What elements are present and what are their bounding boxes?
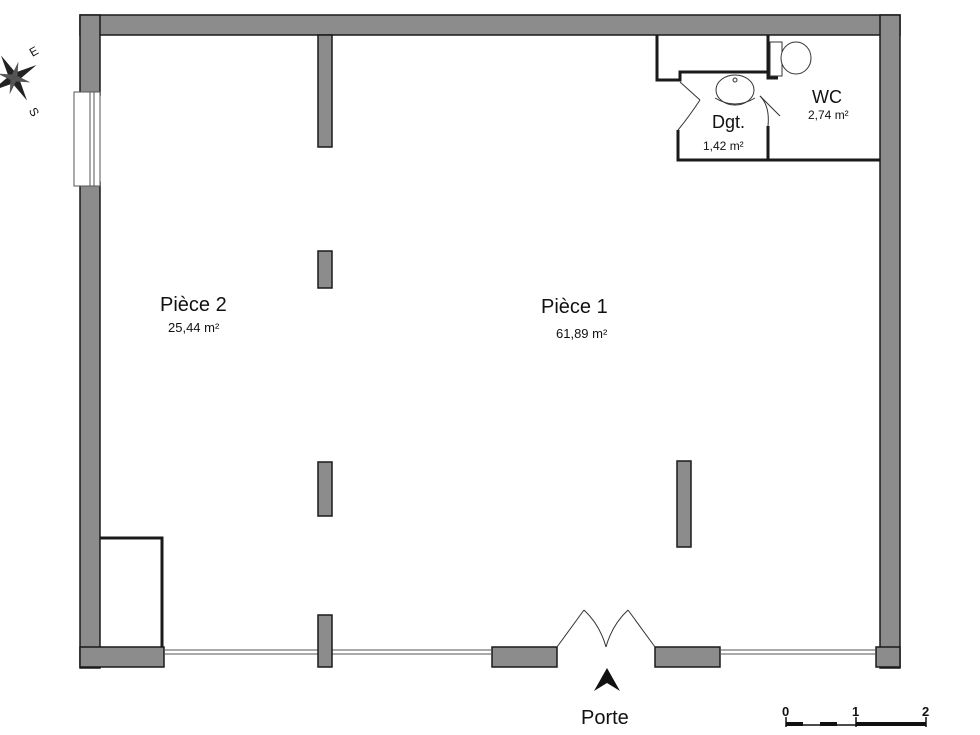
compass-rose-icon xyxy=(0,55,37,101)
scale-tick-0: 0 xyxy=(782,704,789,719)
entrance-label: Porte xyxy=(581,707,629,729)
scale-bar xyxy=(785,717,927,727)
entrance-door xyxy=(556,609,656,648)
top-wall xyxy=(79,14,901,36)
room-area-piece2: 25,44 m² xyxy=(168,320,220,335)
sink-icon xyxy=(714,74,756,106)
pillar-upper-mid xyxy=(317,250,333,289)
left-wall-upper xyxy=(79,14,101,96)
bottom-wall-right xyxy=(654,646,721,668)
pillar-bottom xyxy=(317,614,333,668)
bottom-wall-left xyxy=(79,646,165,668)
entrance-arrow-icon xyxy=(594,668,620,691)
pillar-lower-mid xyxy=(317,461,333,517)
scale-tick-2: 2 xyxy=(922,704,929,719)
room-name-wc: WC xyxy=(812,87,842,107)
left-wall-lower xyxy=(79,181,101,669)
pillar-right xyxy=(676,460,692,548)
bottom-wall-mid xyxy=(491,646,558,668)
room-name-piece1: Pièce 1 xyxy=(541,296,608,318)
sanitary-partitions xyxy=(655,35,880,162)
bottom-wall-corner xyxy=(875,646,901,668)
outer-walls xyxy=(79,14,901,669)
closet-outline xyxy=(100,536,164,647)
toilet-icon xyxy=(769,41,812,77)
room-area-piece1: 61,89 m² xyxy=(556,326,608,341)
dgt-doors xyxy=(677,81,781,131)
left-window xyxy=(73,91,101,187)
compass-east-label: E xyxy=(27,43,41,59)
scale-tick-1: 1 xyxy=(852,704,859,719)
right-wall xyxy=(879,14,901,669)
pillars xyxy=(317,34,692,668)
compass-south-label: S xyxy=(26,105,42,119)
room-name-piece2: Pièce 2 xyxy=(160,294,227,316)
room-area-wc: 2,74 m² xyxy=(808,108,849,122)
room-area-dgt: 1,42 m² xyxy=(703,139,744,153)
room-name-dgt: Dgt. xyxy=(712,112,745,132)
pillar-top xyxy=(317,34,333,148)
